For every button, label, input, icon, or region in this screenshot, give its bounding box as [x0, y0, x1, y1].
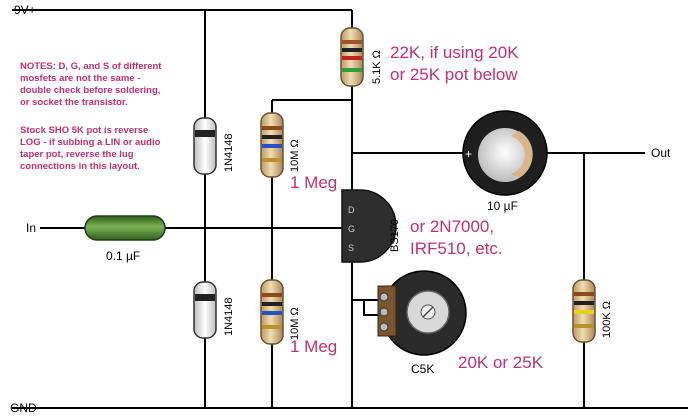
meg-bottom-annotation: 1 Meg — [290, 337, 337, 356]
resistor-bias-top-label: 10M Ω — [289, 139, 301, 172]
note-line: or socket the transistor. — [20, 97, 128, 108]
diode-bottom: 1N4148 — [193, 281, 235, 339]
diode-top-band — [195, 130, 215, 137]
resistor-band — [262, 293, 282, 297]
diode-top-body — [193, 117, 217, 175]
diode-bottom-band — [195, 294, 215, 301]
mosfet: D G S BS170 — [341, 189, 401, 263]
resistor-top: 5.1K Ω — [340, 27, 383, 87]
resistor-band — [262, 311, 282, 315]
resistor-alt-line1: 22K, if using 20K — [390, 43, 519, 62]
capacitor-out-label: 10 µF — [487, 199, 518, 213]
diode-bottom-body — [193, 281, 217, 339]
mosfet-pin-g: G — [348, 224, 355, 234]
capacitor-out-stripe — [511, 131, 533, 178]
resistor-alt-line2: or 25K pot below — [390, 65, 518, 84]
diode-top-label: 1N4148 — [223, 133, 235, 172]
capacitor-out: + 10 µF — [462, 110, 548, 213]
resistor-band — [342, 48, 362, 52]
rail-gnd-label: GND — [10, 401, 37, 415]
resistor-band — [262, 302, 282, 306]
mosfet-pin-s: S — [348, 243, 354, 253]
meg-top-annotation: 1 Meg — [290, 173, 337, 192]
potentiometer: C5K — [377, 270, 467, 376]
resistor-band — [262, 126, 282, 130]
resistor-band — [262, 135, 282, 139]
resistor-band — [574, 292, 594, 296]
capacitor-in-body — [84, 215, 166, 241]
resistor-band — [342, 40, 362, 44]
resistor-bias-bottom: 10M Ω — [260, 279, 301, 345]
resistor-bias-top: 10M Ω — [260, 112, 301, 178]
mosfet-pin-d: D — [348, 205, 355, 215]
resistor-band — [262, 158, 282, 162]
pot-lug — [379, 322, 389, 332]
note-line: LOG - if subbing a LIN or audio — [20, 137, 161, 148]
mosfet-label: BS170 — [389, 219, 401, 252]
capacitor-in-label: 0.1 µF — [106, 249, 140, 263]
note-line: connections in this layout. — [20, 161, 140, 172]
resistor-band — [342, 56, 362, 60]
note-line: double check before soldering, — [20, 85, 160, 96]
note-line: NOTES: D, G, and S of different — [20, 61, 162, 72]
pot-lug-link-wire — [363, 300, 378, 316]
resistor-out: 100K Ω — [572, 279, 613, 343]
resistor-band — [574, 310, 594, 314]
resistor-band — [342, 68, 362, 72]
output-label: Out — [651, 146, 671, 160]
mosfet-alt-line2: IRF510, etc. — [410, 239, 503, 258]
diode-bottom-label: 1N4148 — [223, 297, 235, 336]
resistor-band — [574, 301, 594, 305]
resistor-band — [262, 144, 282, 148]
mosfet-body — [341, 189, 397, 263]
pot-lug — [379, 307, 389, 317]
pot-alt-annotation: 20K or 25K — [458, 353, 544, 372]
pot-label: C5K — [411, 362, 434, 376]
mosfet-alt-line1: or 2N7000, — [410, 217, 494, 236]
note-line: taper pot, reverse the lug — [20, 149, 134, 160]
input-label: In — [26, 221, 36, 235]
resistor-top-label: 5.1K Ω — [371, 50, 383, 84]
capacitor-out-top — [478, 128, 532, 182]
diode-top: 1N4148 — [193, 117, 235, 175]
pot-lug — [379, 292, 389, 302]
resistor-out-label: 100K Ω — [601, 301, 613, 338]
rail-9v-label: 9V+ — [14, 3, 36, 17]
plus-icon: + — [465, 147, 472, 161]
pot-slot — [422, 306, 434, 318]
capacitor-in: 0.1 µF — [84, 215, 166, 263]
note-line: mosfets are not the same - — [20, 73, 140, 84]
resistor-bias-bottom-label: 10M Ω — [289, 307, 301, 340]
resistor-band — [262, 325, 282, 329]
note-line: Stock SHO 5K pot is reverse — [20, 125, 148, 136]
notes-block: NOTES: D, G, and S of different mosfets … — [20, 61, 162, 172]
resistor-band — [574, 324, 594, 328]
